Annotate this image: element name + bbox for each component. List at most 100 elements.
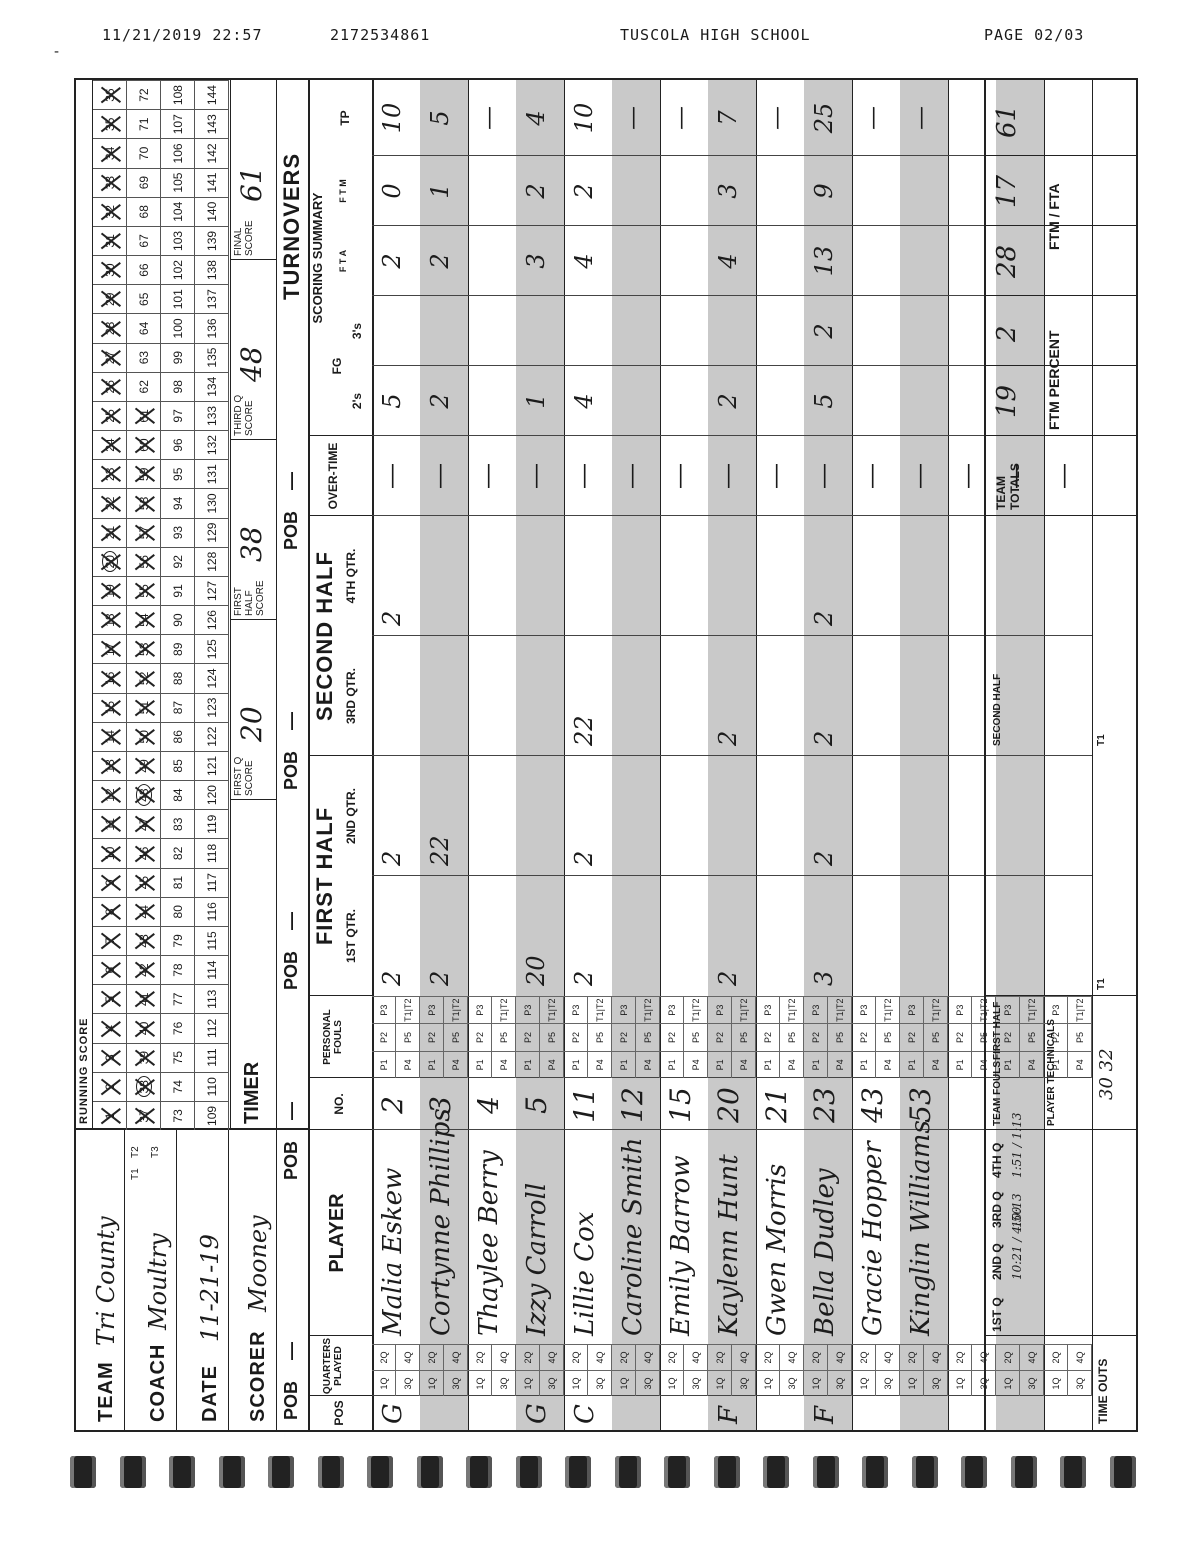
running-score-number: 8: [102, 908, 117, 916]
running-score-number: 20: [101, 551, 118, 573]
running-score-number: 80: [170, 905, 185, 919]
running-score-number: 92: [170, 555, 185, 569]
running-score-cell: 25: [93, 400, 127, 431]
total-points: 4: [522, 110, 550, 126]
foot-q4-label: 4TH Q: [990, 1142, 1004, 1178]
running-score-number: 4: [102, 1025, 117, 1032]
running-score-number: 90: [170, 613, 185, 627]
running-score-cell: 116: [195, 896, 229, 926]
q3-cell: [516, 635, 564, 756]
running-score-number: 58: [136, 496, 151, 511]
quarter-box: 2Q: [756, 1344, 780, 1370]
twos-header: 2's: [350, 392, 364, 410]
player-name: Thaylee Berry: [474, 1150, 504, 1336]
running-score-cell: 29: [93, 284, 127, 314]
running-score-cell: 47: [127, 809, 161, 839]
quarter-box: 3Q: [588, 1370, 612, 1396]
running-score-cell: 8: [93, 896, 127, 926]
ftm-cell: [660, 155, 708, 226]
team-fouls-boxes: SECOND HALF T1 T1: [986, 515, 1136, 996]
q1-cell: [756, 875, 804, 996]
twos-made: 2: [426, 393, 454, 409]
running-score-cell: 38: [127, 1071, 161, 1101]
ot-points: —: [426, 464, 453, 488]
foul-box: P5: [396, 1023, 420, 1051]
running-score-number: 5: [102, 995, 117, 1003]
running-score-number: 98: [170, 380, 185, 394]
running-score-cell: 90: [161, 605, 195, 635]
quarter-box: 2Q: [852, 1344, 876, 1370]
timeouts-label: TIME OUTS: [1096, 1358, 1110, 1424]
running-score-number: 45: [136, 875, 151, 890]
ot-points: —: [522, 464, 549, 488]
player-number: 2: [376, 1096, 409, 1114]
foul-box: P4: [444, 1050, 468, 1078]
running-score-cell: 104: [161, 196, 195, 226]
running-score-cell: 84: [161, 780, 195, 810]
running-score-number: 34: [102, 146, 117, 161]
foul-box: P2: [420, 1023, 444, 1051]
scorer-value: Mooney: [244, 1215, 272, 1312]
fax-datetime: 11/21/2019 22:57: [102, 26, 263, 44]
ot-header: OVER-TIME: [326, 442, 340, 510]
foot-q1-label: 1ST Q: [990, 1297, 1004, 1332]
running-score-cell: 97: [161, 400, 195, 431]
total-points: 10: [378, 102, 406, 134]
player-name: Malia Eskew: [378, 1167, 408, 1336]
total-points: —: [762, 106, 790, 130]
running-score-cell: 54: [127, 605, 161, 635]
running-score-number: 79: [170, 934, 185, 948]
running-score-cell: 21: [93, 517, 127, 547]
foul-box: T1|T2: [780, 996, 804, 1024]
ft-made: 1: [426, 183, 454, 199]
running-score-number: 88: [170, 671, 185, 686]
timer-label: TIMER: [241, 1061, 263, 1124]
quarter-box: 2Q: [516, 1344, 540, 1370]
running-score-number: 118: [204, 843, 219, 863]
quarter-box: 3Q: [780, 1370, 804, 1396]
foot-q2-label: 2ND Q: [990, 1243, 1004, 1280]
pob-dash-4: —: [281, 712, 301, 730]
running-score-cell: 134: [195, 371, 229, 401]
fta-cell: [756, 225, 804, 296]
quarter-box: 1Q: [852, 1370, 876, 1396]
pob-dash-5: —: [281, 472, 301, 490]
q1-cell: [900, 875, 948, 996]
player-number: 53: [904, 1087, 937, 1123]
player-technicals-label: PLAYER TECHNICALS: [1046, 1019, 1057, 1126]
running-score-cell: 23: [93, 459, 127, 489]
foul-box: P2: [708, 1023, 732, 1051]
q4-header: 4TH QTR.: [344, 548, 358, 604]
running-score-number: 129: [204, 522, 219, 543]
running-score-number: 9: [102, 879, 117, 886]
q4-cell: [660, 515, 708, 636]
team-info: TEAM Tri County COACH Moultry T1 T2 T3 D…: [76, 1128, 308, 1430]
running-score-cell: 135: [195, 342, 229, 372]
threes-cell: [468, 295, 516, 366]
ftm-header: F T M: [338, 179, 348, 203]
running-score-number: 36: [102, 88, 117, 102]
running-score-cell: 4: [93, 1013, 127, 1043]
total-twos: 19: [992, 384, 1022, 418]
foul-box: T1|T2: [444, 996, 468, 1024]
foot-q3-time: 10:13: [1010, 1193, 1024, 1228]
running-score-number: 120: [204, 785, 219, 806]
running-score-number: 30: [102, 263, 117, 277]
corner-dash: -: [54, 44, 60, 60]
running-score-cell: 140: [195, 196, 229, 226]
running-score-cell: 18: [93, 605, 127, 635]
foul-box: P5: [540, 1023, 564, 1051]
running-score-cell: 1: [93, 1100, 127, 1130]
running-score-cell: 75: [161, 1042, 195, 1072]
running-score-number: 86: [170, 730, 185, 744]
foul-box: P4: [828, 1050, 852, 1078]
player-name: Emily Barrow: [666, 1155, 696, 1336]
player-number: 4: [472, 1096, 505, 1114]
running-score-cell: 11: [93, 809, 127, 839]
running-score-cell: 12: [93, 780, 127, 810]
twos-cell: [852, 365, 900, 436]
pob-dash-1: —: [281, 1342, 301, 1360]
first-half-label: FIRST HALF SCORE: [233, 580, 266, 616]
